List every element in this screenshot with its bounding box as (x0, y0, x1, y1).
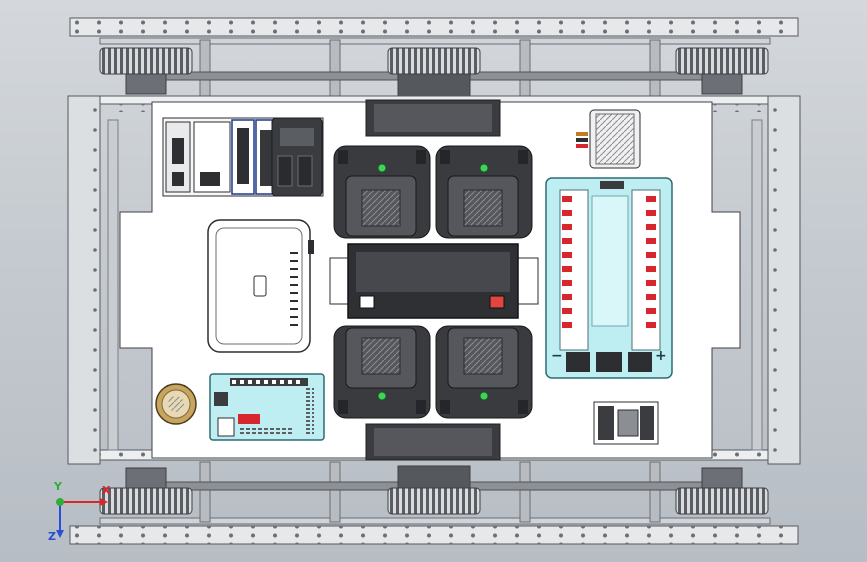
motor-driver-top-left[interactable] (333, 145, 431, 239)
power-plus-label: + (655, 348, 667, 364)
axis-x-label: X (102, 484, 111, 497)
gearbox-bottom (365, 423, 501, 461)
status-led-icon (377, 163, 387, 173)
motor-driver-bottom-right[interactable] (435, 325, 533, 419)
fuse-array-right (646, 196, 656, 328)
axis-z-label: Z (48, 530, 56, 543)
relay-module[interactable] (593, 401, 659, 445)
battery-terminal-positive-icon (489, 295, 505, 309)
battery-terminal-negative-icon (359, 295, 375, 309)
motor-driver-bottom-left[interactable] (333, 325, 431, 419)
buzzer[interactable] (155, 383, 197, 425)
status-led-icon (479, 163, 489, 173)
gearbox-top (365, 99, 501, 137)
status-led-icon (377, 391, 387, 401)
axis-y-label: Y (54, 480, 62, 493)
fuse-array-left (562, 196, 572, 328)
top-track-assembly (69, 17, 799, 101)
wheel-top-left (99, 47, 193, 95)
controller-module[interactable] (162, 117, 324, 197)
axis-triad (56, 498, 108, 538)
motor-driver-top-right[interactable] (435, 145, 533, 239)
power-distribution-board[interactable] (545, 177, 673, 379)
wheel-bottom-center (387, 465, 481, 515)
status-led-icon (479, 391, 489, 401)
wheel-bottom-right (675, 467, 769, 515)
bottom-track-assembly (69, 461, 799, 545)
wheel-bottom-left (99, 467, 193, 515)
wheel-top-center (387, 47, 481, 97)
power-minus-label: − (551, 348, 563, 364)
router-vent-icon (290, 252, 298, 326)
wheel-top-right (675, 47, 769, 95)
router[interactable] (207, 219, 314, 353)
voltage-regulator[interactable] (576, 109, 641, 169)
io-breakout-board[interactable] (209, 373, 325, 441)
battery[interactable] (329, 243, 539, 319)
